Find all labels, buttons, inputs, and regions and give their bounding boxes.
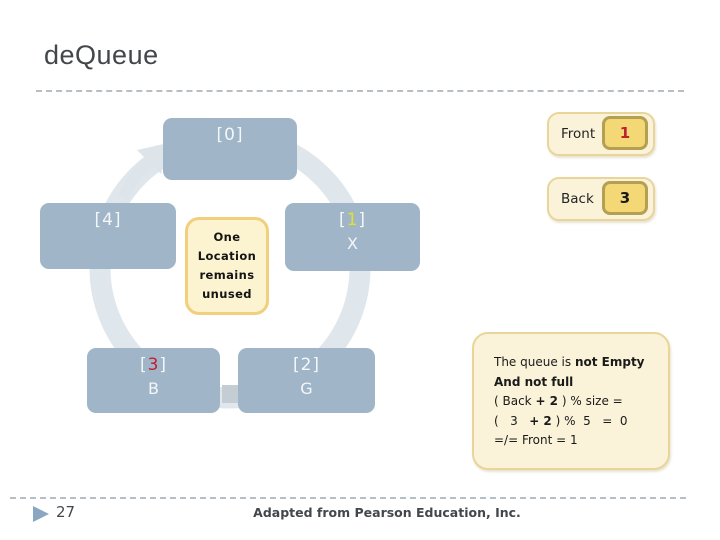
page-number: 27 (56, 503, 76, 521)
cell-index-digit: 3 (147, 355, 160, 375)
queue-cell-1: [1] X (285, 203, 420, 271)
note-line-2: And not full (494, 374, 574, 389)
cell-index-digit: 1 (346, 210, 359, 230)
cell-index-digit: 0 (224, 125, 236, 145)
bracket: [ (338, 210, 347, 230)
bracket: ] (358, 210, 367, 230)
bracket: [ (94, 210, 103, 230)
cell-value: G (300, 379, 313, 398)
cell-index-label: [3] (87, 348, 220, 374)
cell-index-label: [0] (163, 118, 297, 144)
cell-value (163, 144, 297, 151)
slide-title: deQueue (44, 40, 159, 70)
bracket: ] (235, 125, 244, 145)
bracket: [ (292, 355, 301, 375)
note-line-5: =/= Front = 1 (494, 433, 578, 447)
queue-cell-4: [4] (40, 203, 176, 269)
back-value: 3 (602, 181, 648, 215)
ring-gap-segment (222, 385, 238, 403)
bracket: ] (312, 355, 321, 375)
bracket: ] (113, 210, 122, 230)
bullet-triangle-icon (33, 506, 49, 522)
queue-cell-2: [2] G (238, 348, 375, 413)
cell-value (40, 229, 176, 236)
queue-cell-3: [3] B (87, 348, 220, 413)
footer-credit: Adapted from Pearson Education, Inc. (253, 505, 521, 520)
cell-index-label: [4] (40, 203, 176, 229)
cell-index-digit: 2 (300, 355, 313, 375)
note-line-4: ( 3 + 2 ) % 5 = 0 (494, 413, 628, 428)
cell-index-digit: 4 (102, 210, 114, 230)
back-pointer-box: Back 3 (547, 177, 655, 221)
cell-value: B (148, 379, 159, 398)
queue-cell-0: [0] (163, 118, 297, 180)
explanation-note: The queue is not Empty And not full ( Ba… (472, 332, 670, 470)
cell-value: X (347, 234, 358, 253)
bracket: ] (159, 355, 168, 375)
bracket: [ (216, 125, 225, 145)
center-annotation: One Location remains unused (185, 217, 269, 315)
front-value: 1 (602, 116, 648, 150)
cell-index-label: [1] (285, 203, 420, 229)
back-label: Back (561, 191, 594, 207)
title-divider (36, 90, 684, 92)
note-line-3: ( Back + 2 ) % size = (494, 394, 623, 408)
cell-index-label: [2] (238, 348, 375, 374)
note-line-1: The queue is not Empty (494, 355, 645, 369)
bracket: [ (139, 355, 148, 375)
front-pointer-box: Front 1 (547, 112, 655, 156)
footer-divider (10, 497, 686, 499)
front-label: Front (561, 126, 596, 142)
